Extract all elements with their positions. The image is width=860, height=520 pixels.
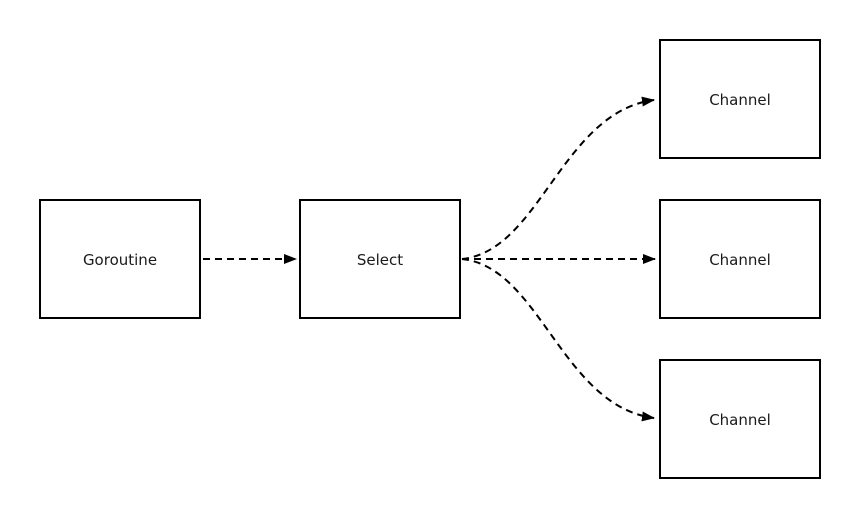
node-channel-1: Channel — [659, 39, 821, 159]
node-channel-3: Channel — [659, 359, 821, 479]
node-channel-1-box — [659, 39, 821, 159]
node-channel-2-label: Channel — [709, 251, 771, 269]
node-select-box — [299, 199, 461, 319]
node-channel-3-box — [659, 359, 821, 479]
node-goroutine-label: Goroutine — [83, 251, 157, 269]
edge-select-to-channel-1 — [461, 96, 655, 260]
node-channel-3-label: Channel — [709, 411, 771, 429]
node-select: Select — [299, 199, 461, 319]
node-channel-2-box — [659, 199, 821, 319]
node-goroutine-box — [39, 199, 201, 319]
node-select-label: Select — [357, 251, 403, 269]
node-channel-1-label: Channel — [709, 91, 771, 109]
edge-select-to-channel-3 — [461, 258, 655, 422]
node-goroutine: Goroutine — [39, 199, 201, 319]
node-channel-2: Channel — [659, 199, 821, 319]
